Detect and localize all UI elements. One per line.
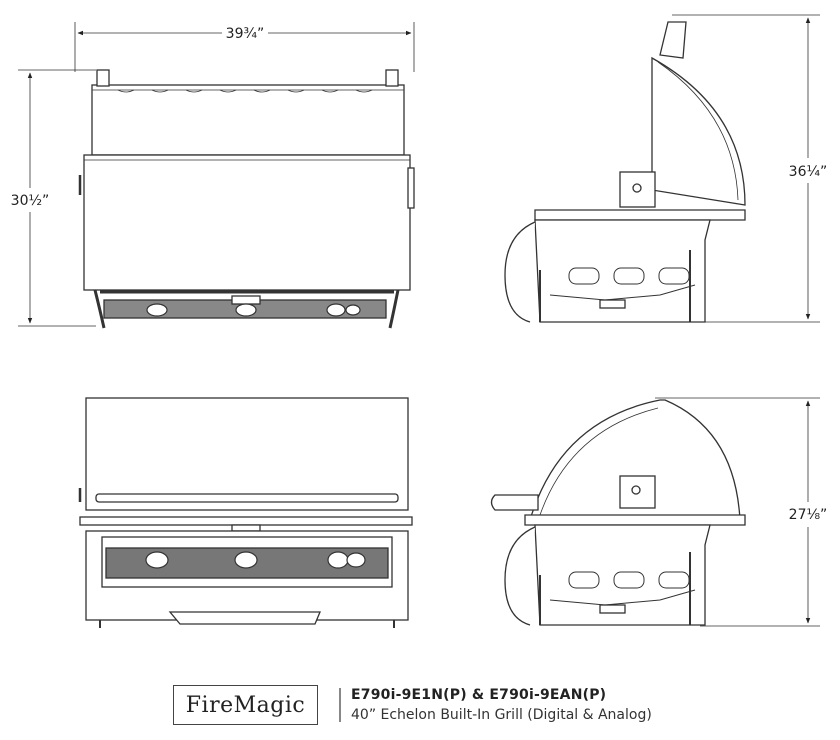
front-closed-knobs — [145, 551, 366, 569]
footer-divider — [339, 688, 341, 722]
front-view-open — [18, 22, 415, 329]
logo-text: FireMagic — [185, 692, 306, 718]
firemagic-logo: FireMagic — [173, 685, 318, 725]
front-open-knobs — [146, 303, 361, 317]
dim-height-side-open: 36¼” — [789, 164, 828, 180]
dim-height-side-closed: 27⅛” — [789, 507, 828, 523]
dim-width-top: 39¾” — [226, 26, 265, 42]
product-description: 40” Echelon Built-In Grill (Digital & An… — [351, 707, 652, 723]
front-view-closed — [78, 397, 413, 628]
footer: FireMagic E790i-9E1N(P) & E790i-9EAN(P) … — [173, 685, 673, 727]
side-view-closed — [490, 397, 820, 627]
side-view-open — [504, 14, 820, 323]
dim-height-front-open: 30½” — [11, 193, 50, 209]
model-numbers: E790i-9E1N(P) & E790i-9EAN(P) — [351, 687, 607, 703]
